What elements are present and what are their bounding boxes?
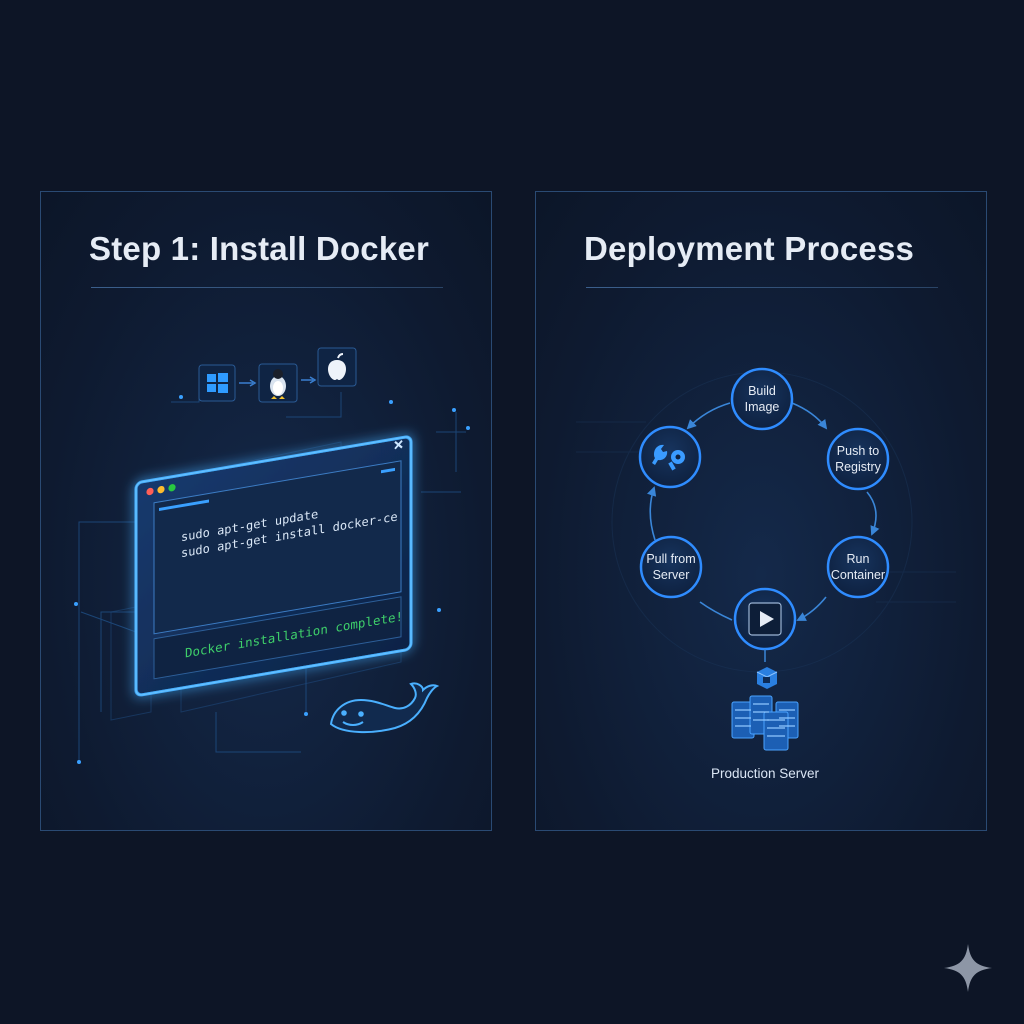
arrow-icon <box>699 601 733 621</box>
node-push-to-registry: Push to Registry <box>826 427 890 491</box>
close-dot-icon <box>146 487 154 496</box>
title-divider <box>91 287 443 288</box>
deployment-panel-title: Deployment Process <box>584 230 915 267</box>
svg-text:Server: Server <box>653 568 690 582</box>
svg-text:Push to: Push to <box>837 444 879 458</box>
deployment-cycle-diagram: Build Image Push to Registry Run Contain… <box>576 367 956 781</box>
docker-whale-icon <box>329 682 440 734</box>
svg-text:Registry: Registry <box>835 460 882 474</box>
install-illustration: sudo apt-get update sudo apt-get install… <box>74 347 470 764</box>
window-close-icon <box>394 440 403 450</box>
node-tools <box>638 425 702 489</box>
deployment-process-panel: Deployment Process <box>535 191 987 831</box>
circuit-dots <box>74 395 470 764</box>
arrow-icon <box>686 402 731 430</box>
arrow-icon <box>796 596 827 621</box>
play-triangle-icon <box>760 611 774 627</box>
circuit-lines <box>78 387 466 762</box>
cycle-arrows <box>647 402 880 621</box>
arrow-head-icon <box>249 379 257 387</box>
os-linux-tux-icon <box>258 363 298 403</box>
svg-text:Run: Run <box>847 552 870 566</box>
container-cube-icon <box>756 667 778 689</box>
node-pull-from-server: Pull from Server <box>639 535 703 599</box>
production-server-icon <box>731 667 799 751</box>
arrow-head-icon <box>309 376 317 384</box>
maximize-dot-icon <box>168 484 176 492</box>
svg-text:Build: Build <box>748 384 776 398</box>
node-run-container: Run Container <box>826 535 890 599</box>
minimize-dot-icon <box>157 485 165 494</box>
node-build-image: Build Image <box>730 367 794 431</box>
arrow-icon <box>791 402 828 430</box>
production-server-label: Production Server <box>711 766 820 781</box>
os-windows-icon <box>198 364 236 402</box>
arrow-icon <box>647 486 657 541</box>
svg-text:Container: Container <box>831 568 885 582</box>
install-panel-title: Step 1: Install Docker <box>89 230 430 267</box>
svg-text:Pull from: Pull from <box>646 552 695 566</box>
sparkle-icon <box>944 944 992 992</box>
install-docker-panel: Step 1: Install Docker <box>40 191 492 831</box>
arrow-icon <box>866 491 880 536</box>
terminal-window: sudo apt-get update sudo apt-get install… <box>134 435 413 697</box>
tools-icon <box>652 444 685 471</box>
node-play <box>733 587 797 651</box>
svg-text:Image: Image <box>745 400 780 414</box>
title-divider <box>586 287 938 288</box>
os-apple-icon <box>317 347 357 387</box>
